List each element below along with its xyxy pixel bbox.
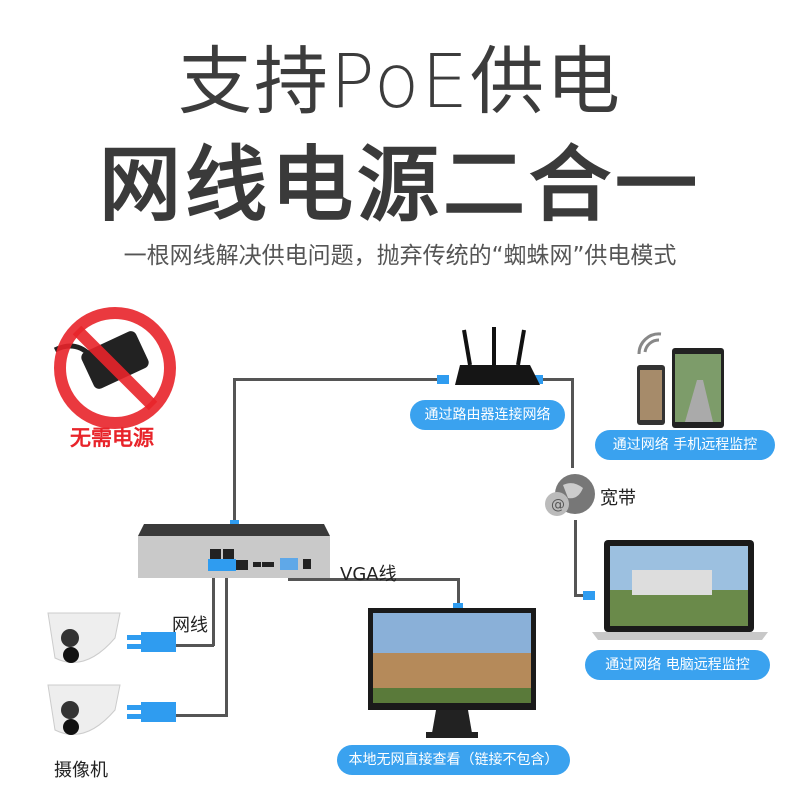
headline: 支持PoE供电: [177, 39, 623, 125]
subtitle: 一根网线解决供电问题，抛弃传统的“蜘蛛网”供电模式: [123, 243, 677, 269]
router-icon: [455, 327, 540, 385]
vga-cable-label: VGA线: [340, 564, 397, 585]
pc-pill: 通过网络 电脑远程监控: [585, 650, 770, 680]
no-power-label: 无需电源: [70, 426, 154, 450]
phone-tablet-icon: [637, 332, 724, 428]
headline-2: 网线电源二合一: [98, 138, 701, 233]
network-cable-label: 网线: [172, 615, 208, 636]
camera-label: 摄像机: [54, 760, 108, 781]
dome-cameras-icon: [47, 612, 176, 735]
router-pill: 通过路由器连接网络: [410, 400, 565, 430]
laptop-icon: [592, 540, 768, 640]
svg-text:@: @: [551, 497, 565, 513]
monitor-icon: [368, 608, 536, 738]
phone-pill: 通过网络 手机远程监控: [595, 430, 775, 460]
broadband-label: 宽带: [600, 488, 636, 509]
nvr-device-icon: [138, 524, 330, 578]
broadband-globe-icon: @: [545, 474, 595, 516]
no-power-adapter-icon: [53, 307, 176, 429]
monitor-pill: 本地无网直接查看（链接不包含）: [337, 745, 570, 775]
